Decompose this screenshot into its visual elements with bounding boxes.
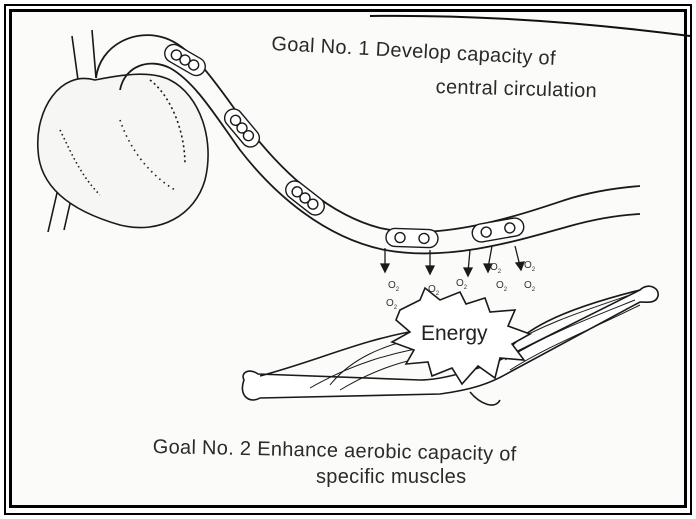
oxygen-label: O2 (524, 280, 535, 293)
oxygen-label: O2 (524, 260, 535, 273)
oxygen-label: O2 (428, 284, 439, 297)
blood-cells (161, 41, 525, 248)
oxygen-label: O2 (496, 280, 507, 293)
oxygen-label: O2 (388, 280, 399, 293)
oxygen-label: O2 (456, 278, 467, 291)
blood-cell-cluster (386, 228, 439, 248)
blood-cell-cluster (282, 177, 328, 218)
goal2-subtitle: specific muscles (316, 466, 466, 489)
blood-cell-cluster (161, 41, 208, 79)
oxygen-arrows (381, 246, 524, 276)
goal1-subtitle: central circulation (435, 76, 597, 103)
blood-cell-cluster (221, 105, 263, 150)
oxygen-label: O2 (386, 298, 397, 311)
page-edge-line (370, 16, 690, 36)
oxygen-label: O2 (490, 262, 501, 275)
energy-label: Energy (421, 322, 488, 346)
